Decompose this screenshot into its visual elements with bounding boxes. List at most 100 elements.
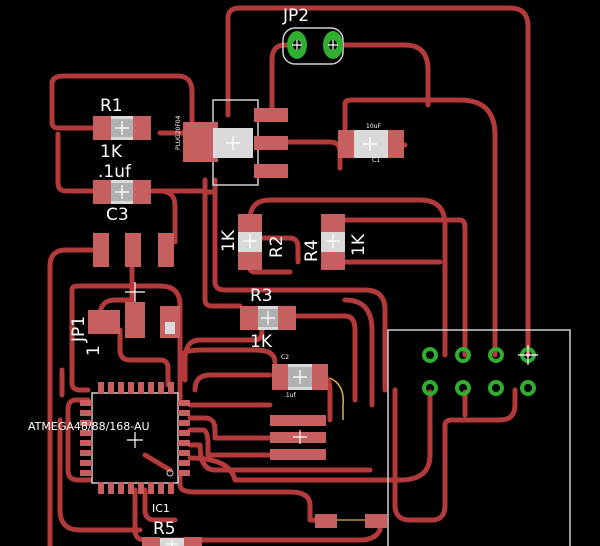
trace-r2-top: [247, 197, 448, 358]
jp2-label: JP2: [282, 6, 309, 26]
r4-value: 1K: [349, 233, 369, 256]
trace-bottom2: [142, 487, 178, 523]
r5-pad-left: [142, 537, 160, 546]
r4-resistor: R4 1K: [302, 214, 369, 270]
r1-pad-left: [93, 116, 111, 140]
c1-pad-left: [338, 130, 354, 158]
trace-top-loop: [225, 5, 531, 358]
r3-pad-left: [240, 306, 258, 330]
crystal-pad-3: [270, 449, 326, 460]
ic1-pin1-marker: [166, 469, 174, 477]
trace-ic-diag: [142, 452, 173, 473]
trace-left-vert4: [69, 287, 91, 393]
jp1-header: JP1 1: [69, 233, 180, 356]
connector-origin-cross: [518, 345, 538, 365]
trace-chip-right5: [187, 389, 433, 483]
jp2-connector: JP2: [282, 6, 344, 65]
r1-label: R1: [100, 96, 123, 116]
c3-value: .1uf: [98, 162, 132, 182]
c2-pad-left: [272, 364, 288, 390]
c2-label: C2: [281, 354, 289, 361]
jp1-pad-5: [125, 302, 145, 338]
trace-chip-right2: [187, 415, 273, 441]
jp1-pad-4: [88, 310, 120, 334]
trace-left-bottom: [57, 417, 143, 533]
r2-pad-bottom: [238, 252, 262, 270]
jp1-pad-1: [93, 233, 109, 267]
ic1-value: ATMEGA48/88/168-AU: [28, 420, 150, 433]
r3-label: R3: [250, 286, 273, 306]
r1-resistor: R1 1K: [93, 96, 151, 162]
trace-r2-r4-link: [259, 235, 301, 265]
r2-value: 1K: [219, 229, 239, 252]
trace-r4-top: [330, 217, 468, 358]
trace-ic-left: [65, 397, 93, 483]
c2-value: .1uf: [284, 392, 297, 399]
trace-r1-left: [49, 73, 195, 131]
connector-outline: [387, 329, 571, 546]
trace-c1-loop: [342, 97, 498, 358]
bottom-pad-left: [315, 514, 337, 528]
reg-pin-2: [254, 136, 288, 150]
ic1-pins: [80, 382, 190, 494]
voltage-regulator: PLUG20F04: [175, 99, 288, 186]
bottom-pad-right: [365, 514, 387, 528]
reg-tab: [183, 122, 218, 162]
trace-jp1-mid: [117, 327, 171, 388]
trace-c3-left: [55, 131, 99, 194]
trace-c2-left: [177, 347, 278, 401]
c3-pad-left: [93, 180, 111, 204]
jp1-label: JP1: [69, 316, 89, 343]
trace-right-down1: [392, 387, 518, 523]
c1-capacitor: 10uF C1: [338, 123, 404, 164]
jp2-outline: [282, 27, 344, 65]
r4-pad-top: [321, 214, 345, 232]
c3-capacitor: .1uf C3: [93, 162, 151, 225]
header-connector: [387, 329, 571, 546]
trace-bottom1: [132, 487, 383, 543]
trace-highlight: [329, 377, 344, 420]
r3-value: 1K: [250, 332, 273, 352]
reg-label: PLUG20F04: [175, 115, 182, 150]
trace-jp2-right: [331, 42, 431, 108]
trace-reg-down2: [202, 177, 243, 309]
crystal-pad-1: [270, 415, 326, 426]
r2-resistor: 1K R2: [219, 214, 287, 270]
jp1-pin-label: 1: [84, 345, 104, 356]
c1-pad-right: [388, 130, 404, 158]
r2-label: R2: [267, 235, 287, 258]
crystal-pads: [270, 415, 326, 460]
r5-label: R5: [153, 519, 176, 539]
r5-resistor: R5: [142, 519, 202, 546]
ic1-outline: [91, 392, 179, 484]
trace-chip-right4: [187, 442, 373, 473]
trace-reg-down: [212, 177, 388, 393]
r4-label: R4: [302, 239, 322, 262]
trace-r3-right2: [342, 297, 375, 408]
c3-pad-right: [133, 180, 151, 204]
trace-left-vert1: [47, 247, 103, 546]
reg-pin-3: [254, 164, 288, 178]
trace-c3-down: [157, 188, 178, 245]
c3-label: C3: [106, 205, 129, 225]
ic1-label: IC1: [152, 502, 170, 515]
r1-pad-right: [133, 116, 151, 140]
r3-pad-right: [278, 306, 296, 330]
jp1-pad-3: [158, 233, 174, 267]
r2-pad-top: [238, 214, 262, 232]
c1-value: 10uF: [366, 123, 381, 130]
jp1-pad-2: [125, 233, 141, 267]
trace-chip-right3: [187, 427, 273, 458]
trace-r3-right: [292, 313, 358, 403]
c2-capacitor: C2 .1uf: [272, 354, 328, 399]
r4-pad-bottom: [321, 252, 345, 270]
r1-value: 1K: [100, 142, 123, 162]
r3-resistor: R3 1K: [240, 286, 296, 352]
trace-c2-top: [192, 372, 273, 393]
trace-jp2-left: [269, 42, 299, 113]
c2-pad-right: [312, 364, 328, 390]
c1-label: C1: [372, 157, 380, 164]
ic1-microcontroller: ATMEGA48/88/168-AU IC1: [28, 382, 190, 515]
r5-pad-right: [184, 537, 202, 546]
